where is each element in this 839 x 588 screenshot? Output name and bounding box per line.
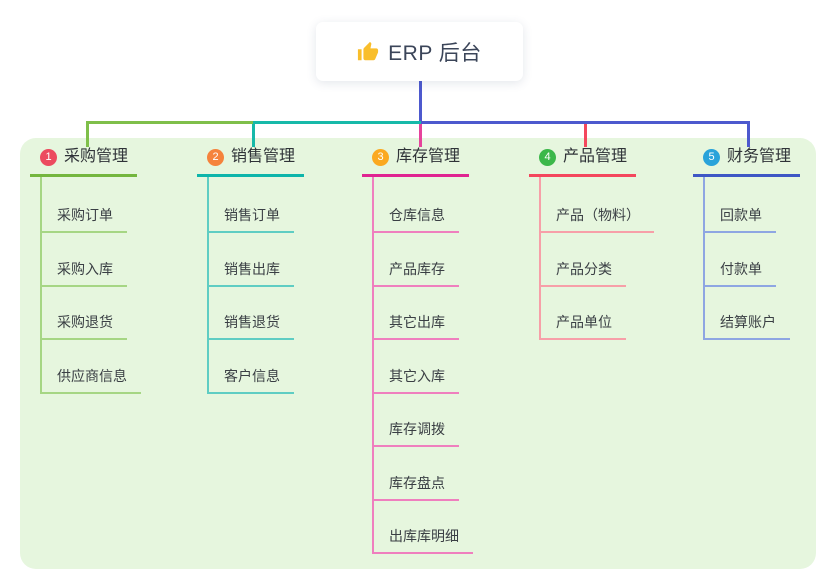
- branch-title-label: 销售管理: [231, 148, 296, 165]
- branch-item[interactable]: 产品单位: [539, 312, 626, 340]
- connector-drop-3: [419, 124, 422, 147]
- root-label: ERP 后台: [388, 41, 482, 65]
- mindmap-panel: [20, 138, 816, 569]
- branch-item[interactable]: 出库库明细: [372, 526, 473, 554]
- root-node[interactable]: ERP 后台: [316, 22, 523, 81]
- thumbs-up-icon: [358, 41, 379, 60]
- branch-item[interactable]: 回款单: [703, 205, 776, 233]
- branch-item[interactable]: 采购订单: [40, 205, 127, 233]
- branch-item[interactable]: 仓库信息: [372, 205, 459, 233]
- branch-item[interactable]: 库存盘点: [372, 473, 459, 501]
- connector-horizontal-indigo: [421, 121, 750, 124]
- branch-item[interactable]: 销售退货: [207, 312, 294, 340]
- branch-title-label: 财务管理: [727, 148, 792, 165]
- branch-item[interactable]: 产品分类: [539, 259, 626, 287]
- branch-title-label: 产品管理: [563, 148, 628, 165]
- connector-drop-2: [252, 124, 255, 147]
- branch-title-label: 库存管理: [396, 148, 461, 165]
- connector-horizontal-green: [86, 121, 254, 124]
- branch-badge: 4: [539, 148, 556, 166]
- branch-item[interactable]: 其它入库: [372, 366, 459, 394]
- branch-item[interactable]: 销售出库: [207, 259, 294, 287]
- branch-title[interactable]: 5 财务管理: [693, 146, 801, 177]
- branch-title[interactable]: 3 库存管理: [362, 146, 470, 177]
- branch-title[interactable]: 1 采购管理: [30, 146, 138, 177]
- branch-badge: 3: [372, 148, 389, 166]
- branch-item[interactable]: 其它出库: [372, 312, 459, 340]
- branch-title-label: 采购管理: [64, 148, 129, 165]
- branch-item[interactable]: 采购退货: [40, 312, 127, 340]
- branch-vertical-line: [703, 177, 705, 340]
- branch-item[interactable]: 付款单: [703, 259, 776, 287]
- branch-item[interactable]: 客户信息: [207, 366, 294, 394]
- branch-badge: 1: [40, 148, 57, 166]
- branch-item[interactable]: 采购入库: [40, 259, 127, 287]
- connector-drop-4: [584, 124, 587, 147]
- branch-item[interactable]: 销售订单: [207, 205, 294, 233]
- branch-badge: 5: [703, 148, 720, 166]
- connector-horizontal-teal: [253, 121, 422, 124]
- branch-item[interactable]: 产品（物料）: [539, 205, 654, 233]
- branch-item[interactable]: 库存调拨: [372, 419, 459, 447]
- connector-drop-5: [747, 124, 750, 147]
- connector-drop-1: [86, 124, 89, 147]
- branch-title[interactable]: 4 产品管理: [529, 146, 637, 177]
- branch-item[interactable]: 供应商信息: [40, 366, 141, 394]
- connector-root-line: [419, 81, 422, 124]
- branch-item[interactable]: 产品库存: [372, 259, 459, 287]
- branch-badge: 2: [207, 148, 224, 166]
- branch-vertical-line: [539, 177, 541, 340]
- branch-title[interactable]: 2 销售管理: [197, 146, 305, 177]
- branch-vertical-line: [372, 177, 374, 554]
- branch-item[interactable]: 结算账户: [703, 312, 790, 340]
